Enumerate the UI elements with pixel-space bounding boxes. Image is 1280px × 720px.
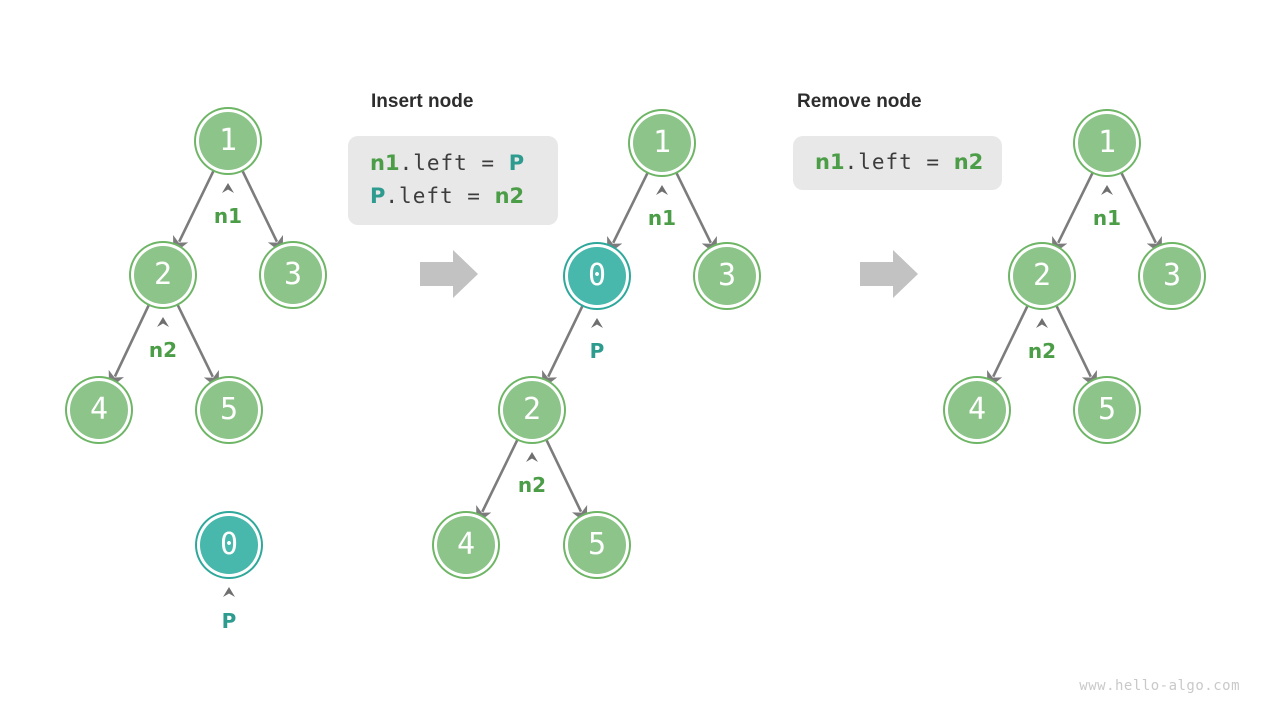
watermark: www.hello-algo.com: [1079, 678, 1240, 694]
caret-up-icon: [223, 587, 235, 597]
node-value: 4: [89, 392, 109, 427]
middle-tree-label-n1: n1: [647, 206, 677, 230]
tree-edge: [542, 305, 584, 389]
transform-arrow-icon: [860, 250, 918, 298]
node-value: 1: [218, 123, 238, 158]
node-value: 5: [587, 527, 607, 562]
tree-edge: [476, 439, 519, 524]
node-value: 2: [522, 392, 542, 427]
transform-arrow-icon: [420, 250, 478, 298]
left-tree-node-right: 3: [264, 246, 322, 304]
left-tree-node-left-right: 5: [200, 381, 258, 439]
middle-tree-node-root: 1: [633, 114, 691, 172]
tree-edge: [176, 304, 219, 389]
left-tree-label-n2: n2: [148, 338, 178, 362]
middle-tree-edges: [476, 172, 717, 524]
code-token: .left =: [844, 150, 954, 174]
insert-code-box: n1.left = P P.left = n2: [348, 136, 558, 225]
caret-up-icon: [1036, 318, 1048, 328]
tree-edge: [173, 170, 215, 254]
tree-edge: [241, 170, 284, 254]
node-value: 5: [1097, 392, 1117, 427]
right-tree-edges: [987, 172, 1162, 389]
code-token: P: [370, 184, 386, 208]
right-tree-label-n2: n2: [1027, 339, 1057, 363]
node-value: 2: [1032, 258, 1052, 293]
tree-edge: [545, 439, 588, 524]
right-tree-node-left-left: 4: [948, 381, 1006, 439]
left-tree-label-n1: n1: [213, 204, 243, 228]
right-tree-node-right: 3: [1143, 247, 1201, 305]
code-token: n2: [494, 184, 525, 208]
node-value: 5: [219, 392, 239, 427]
code-token: .left =: [399, 151, 509, 175]
tree-edge: [108, 304, 151, 389]
code-line: n1.left = n2: [815, 146, 1002, 179]
right-tree-label-n1: n1: [1092, 206, 1122, 230]
node-value: 3: [1162, 258, 1182, 293]
tree-edge: [1052, 172, 1094, 255]
node-value: 2: [153, 257, 173, 292]
node-value: 4: [967, 392, 987, 427]
code-line: P.left = n2: [370, 180, 558, 213]
left-tree-node-left-left: 4: [70, 381, 128, 439]
middle-tree-label-p: P: [589, 339, 605, 363]
middle-tree-node-ll-right: 5: [568, 516, 626, 574]
tree-edge: [987, 305, 1029, 389]
node-value: 4: [456, 527, 476, 562]
caret-up-icon: [222, 183, 234, 193]
code-token: n2: [953, 150, 984, 174]
left-tree-edges: [108, 170, 284, 389]
caret-up-icon: [656, 185, 668, 195]
caret-up-icon: [157, 317, 169, 327]
code-token: n1: [370, 151, 400, 175]
caret-up-icon: [591, 318, 603, 328]
tree-edge: [675, 172, 717, 255]
middle-tree-label-n2: n2: [517, 473, 547, 497]
left-tree-node-left: 2: [134, 246, 192, 304]
caret-icons: [157, 183, 1113, 597]
tree-edge: [607, 172, 649, 255]
left-tree-label-p: P: [221, 609, 237, 633]
left-tree-node-detached: 0: [200, 516, 258, 574]
right-tree-node-left-right: 5: [1078, 381, 1136, 439]
code-token: P: [508, 151, 525, 175]
remove-title: Remove node: [797, 91, 922, 112]
middle-tree-node-right: 3: [698, 247, 756, 305]
tree-edge: [1120, 172, 1162, 255]
right-tree-node-root: 1: [1078, 114, 1136, 172]
middle-tree-node-left: 0: [568, 247, 626, 305]
node-value: 1: [1097, 125, 1117, 160]
node-value: 0: [587, 258, 607, 293]
node-value: 0: [219, 527, 239, 562]
tree-edge: [1055, 305, 1097, 389]
left-tree-node-root: 1: [199, 112, 257, 170]
caret-up-icon: [526, 452, 538, 462]
caret-up-icon: [1101, 185, 1113, 195]
node-value: 3: [283, 257, 303, 292]
remove-code-box: n1.left = n2: [793, 136, 1002, 190]
right-tree-node-left: 2: [1013, 247, 1071, 305]
middle-tree-node-left-left: 2: [503, 381, 561, 439]
node-value: 1: [652, 125, 672, 160]
middle-tree-node-ll-left: 4: [437, 516, 495, 574]
insert-title: Insert node: [371, 91, 474, 112]
code-token: .left =: [385, 184, 495, 208]
code-line: n1.left = P: [370, 147, 558, 180]
node-value: 3: [717, 258, 737, 293]
code-token: n1: [815, 150, 845, 174]
